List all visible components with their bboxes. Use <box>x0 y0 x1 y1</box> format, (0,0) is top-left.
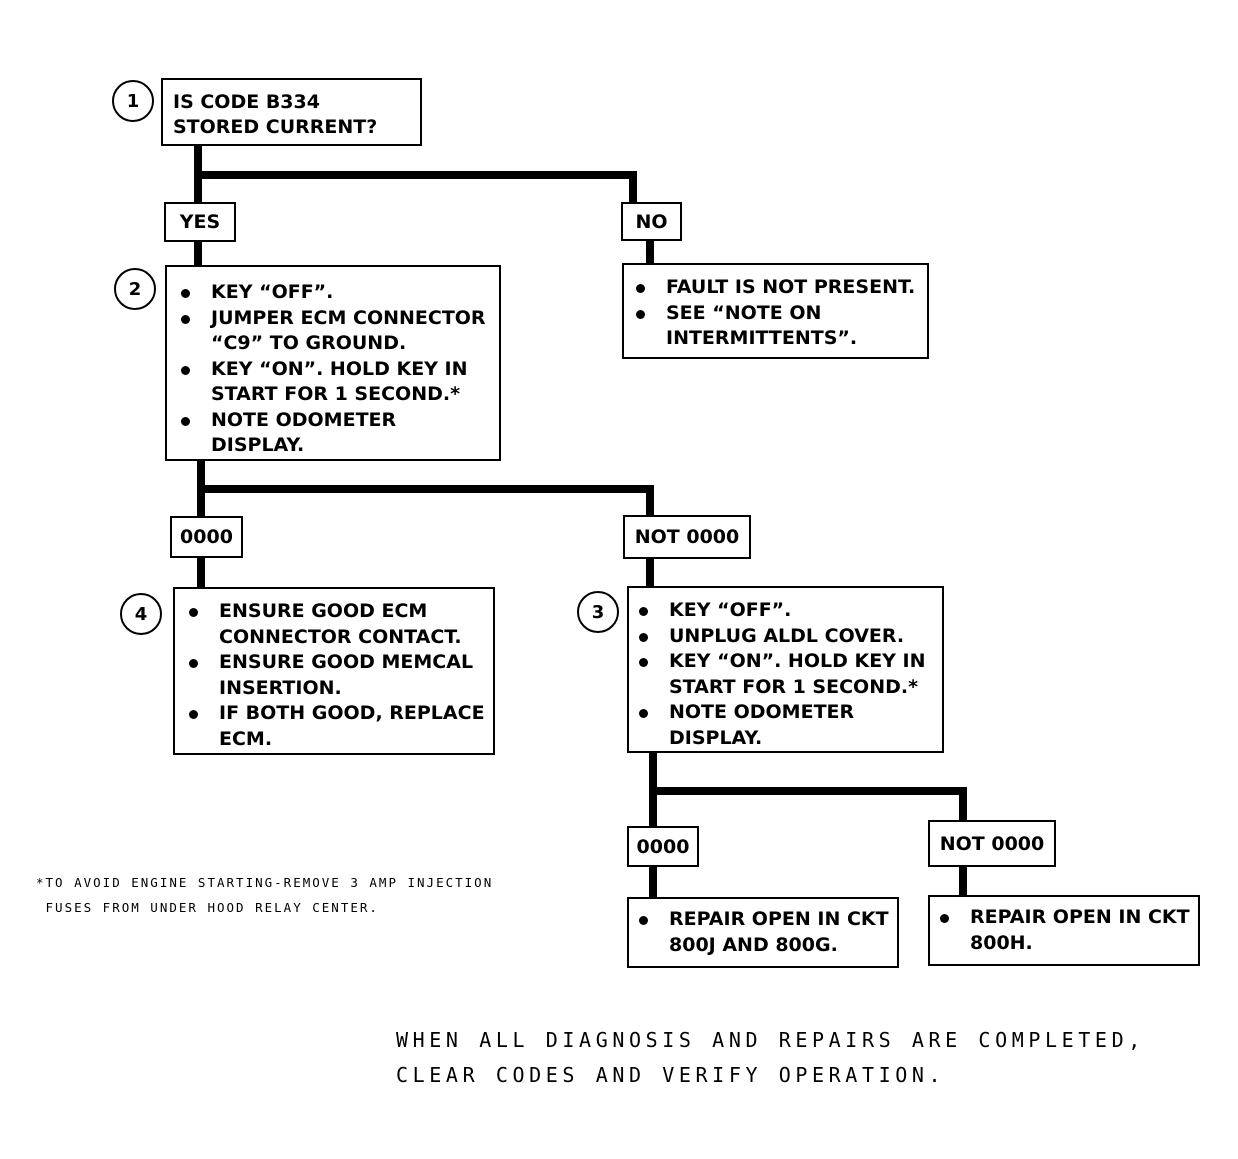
bullet-icon <box>639 607 648 616</box>
repair-box-800h: REPAIR OPEN IN CKT 800H. <box>928 895 1200 966</box>
footnote: *TO AVOID ENGINE STARTING-REMOVE 3 AMP I… <box>36 875 494 915</box>
bullet-icon <box>639 709 648 718</box>
step2-box: KEY “OFF”. JUMPER ECM CONNECTOR “C9” TO … <box>165 265 501 461</box>
repair-box-800j-800g: REPAIR OPEN IN CKT 800J AND 800G. <box>627 897 899 968</box>
bullet-icon <box>181 289 190 298</box>
yes-label: YES <box>164 202 236 242</box>
step3-item: NOTE ODOMETER DISPLAY. <box>635 700 936 751</box>
step3-item: UNPLUG ALDL COVER. <box>635 624 936 650</box>
step2-list: KEY “OFF”. JUMPER ECM CONNECTOR “C9” TO … <box>177 280 493 459</box>
step2-not0000-label: NOT 0000 <box>623 515 751 559</box>
step3-item: KEY “ON”. HOLD KEY IN START FOR 1 SECOND… <box>635 649 936 700</box>
step2-0000-label: 0000 <box>170 516 243 558</box>
bullet-icon <box>639 916 648 925</box>
step3-item: KEY “OFF”. <box>635 598 936 624</box>
bullet-icon <box>189 659 198 668</box>
step4-item: IF BOTH GOOD, REPLACE ECM. <box>185 701 487 752</box>
repair-b-list: REPAIR OPEN IN CKT 800H. <box>936 905 1192 956</box>
step-number-1: 1 <box>112 80 154 122</box>
question-text: IS CODE B334 STORED CURRENT? <box>173 91 378 138</box>
step4-box: ENSURE GOOD ECM CONNECTOR CONTACT. ENSUR… <box>173 587 495 755</box>
no-result-box: FAULT IS NOT PRESENT. SEE “NOTE ON INTER… <box>622 263 929 359</box>
repair-b-item: REPAIR OPEN IN CKT 800H. <box>936 905 1192 956</box>
bullet-icon <box>636 309 645 319</box>
bullet-icon <box>181 416 190 426</box>
step4-item: ENSURE GOOD MEMCAL INSERTION. <box>185 650 487 701</box>
bullet-icon <box>940 914 949 923</box>
step-number-4: 4 <box>120 593 162 635</box>
no-result-item: SEE “NOTE ON INTERMITTENTS”. <box>632 301 919 352</box>
step-number-2: 2 <box>114 268 156 310</box>
step4-item: ENSURE GOOD ECM CONNECTOR CONTACT. <box>185 599 487 650</box>
step3-not0000-label: NOT 0000 <box>928 820 1056 867</box>
step3-0000-label: 0000 <box>627 826 699 867</box>
step4-list: ENSURE GOOD ECM CONNECTOR CONTACT. ENSUR… <box>185 599 487 752</box>
no-result-item: FAULT IS NOT PRESENT. <box>632 275 919 301</box>
bullet-icon <box>639 658 648 667</box>
question-box: IS CODE B334 STORED CURRENT? <box>161 78 422 146</box>
step-number-3: 3 <box>577 591 619 633</box>
bullet-icon <box>181 314 190 324</box>
step2-item: KEY “OFF”. <box>177 280 493 306</box>
bullet-icon <box>181 365 190 375</box>
step2-item: KEY “ON”. HOLD KEY IN START FOR 1 SECOND… <box>177 357 493 408</box>
repair-a-list: REPAIR OPEN IN CKT 800J AND 800G. <box>635 907 891 958</box>
bullet-icon <box>189 710 198 719</box>
no-label: NO <box>621 202 682 241</box>
completion-note: WHEN ALL DIAGNOSIS AND REPAIRS ARE COMPL… <box>396 1028 1145 1087</box>
step3-box: KEY “OFF”. UNPLUG ALDL COVER. KEY “ON”. … <box>627 586 944 753</box>
step2-item: JUMPER ECM CONNECTOR “C9” TO GROUND. <box>177 306 493 357</box>
bullet-icon <box>639 632 648 642</box>
repair-a-item: REPAIR OPEN IN CKT 800J AND 800G. <box>635 907 891 958</box>
step3-list: KEY “OFF”. UNPLUG ALDL COVER. KEY “ON”. … <box>635 598 936 751</box>
bullet-icon <box>189 608 198 617</box>
no-result-list: FAULT IS NOT PRESENT. SEE “NOTE ON INTER… <box>632 275 919 352</box>
bullet-icon <box>636 284 645 293</box>
step2-item: NOTE ODOMETER DISPLAY. <box>177 408 493 459</box>
